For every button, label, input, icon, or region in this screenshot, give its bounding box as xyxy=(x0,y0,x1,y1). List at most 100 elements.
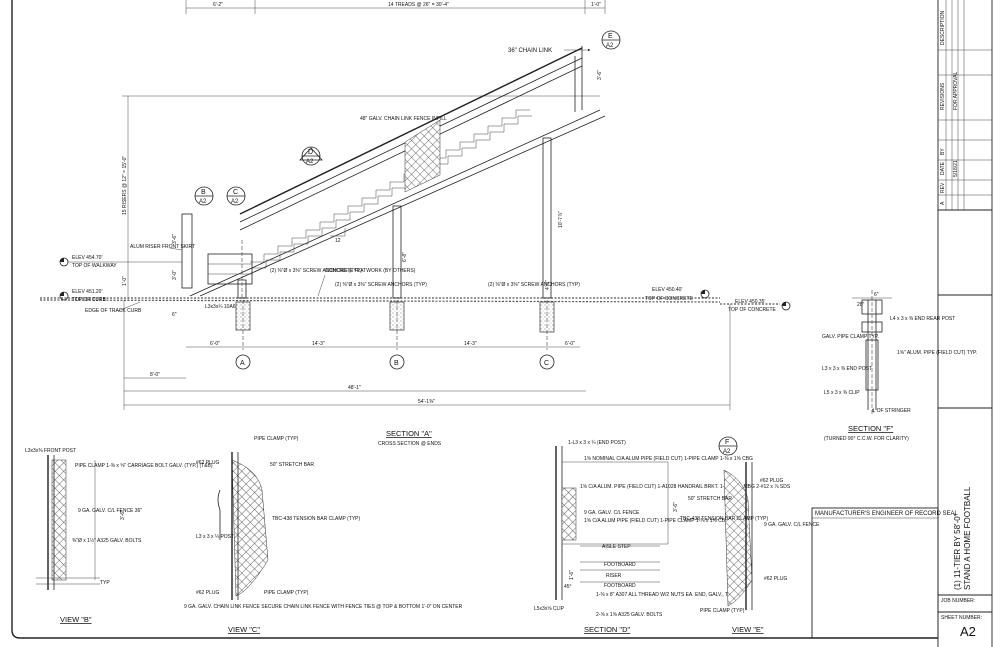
callout-riser-skirt: ALUM RISER FRONT SKIRT xyxy=(130,244,195,250)
d-note-fence: 9 GA. GALV. C/L FENCE xyxy=(584,510,640,516)
f-dim-1: 28" xyxy=(857,302,865,308)
view-c-drawing: PIPE CLAMP (TYP) #62 PLUG 50" STRETCH BA… xyxy=(184,436,463,634)
d-note-end-post: 1-L3 x 3 x ¼ (END POST) xyxy=(568,440,626,446)
small-dim-6: 1'-0" xyxy=(122,276,128,286)
title-block: REVISIONS FOR APPROVAL 5/18/21 A REV DAT… xyxy=(938,0,992,639)
e-note-clamp: PIPE CLAMP (TYP) xyxy=(700,608,745,614)
d-dim-3: 45° xyxy=(564,584,572,590)
b-note-typ: TYP xyxy=(100,580,110,586)
c-note-clamp-bot: PIPE CLAMP (TYP) xyxy=(264,590,309,596)
elev-3-value: ELEV 450.40' xyxy=(652,287,682,293)
section-f-drawing: 28" 6" GALV. PIPE CLAMP TYP. L4 x 3 x ⅜ … xyxy=(822,290,977,442)
section-marker-e[interactable]: E A2 xyxy=(601,30,621,50)
b-note-bolts: ⅜"Ø x 1½" A325 GALV. BOLTS xyxy=(72,537,142,544)
marker-e-sheet: A2 xyxy=(606,43,614,49)
f-note-stringer: ℄ OF STRINGER xyxy=(871,408,911,414)
elev-3-desc: TOP OF CONCRETE xyxy=(645,296,694,302)
e-note-stretch: 50" STRETCH BAR xyxy=(688,496,732,502)
top-dim-3: 1'-0" xyxy=(591,2,601,8)
revision-description: FOR APPROVAL xyxy=(953,72,959,110)
section-marker-c[interactable]: C A2 xyxy=(226,186,246,206)
f-dim-2: 6" xyxy=(874,292,879,298)
overall-dim-2: 48'-1" xyxy=(348,385,361,391)
marker-c-id: C xyxy=(233,189,238,196)
d-note-mid-pipe: 1⅝ C/A ALUM PIPE (FIELD CUT) 1-PIPE CLAM… xyxy=(584,518,729,524)
elev-4-desc: TOP OF CONCRETE xyxy=(728,307,777,313)
d-dim-1: 3'-6" xyxy=(673,502,679,512)
d-note-top-pipe: 1⅝ NOMINAL C/A ALUM PIPE (FIELD CUT) 1-P… xyxy=(584,456,753,462)
sheet-number: A2 xyxy=(960,624,976,639)
revision-date: 5/18/21 xyxy=(953,160,959,177)
small-dim-4: 6'-8" xyxy=(402,252,408,262)
f-note-end-post: L3 x 3 x ⅜ END POST xyxy=(822,366,872,372)
d-note-bolts: 2-⅝ x 1⅝ A325 GALV. BOLTS xyxy=(596,612,663,618)
e-note-tension: TBC-438 TENSION BAR CLAMP (TYP) xyxy=(680,516,769,522)
column-dim-1: 6'-0" xyxy=(210,341,220,347)
sheet-border xyxy=(11,0,993,647)
callout-flatwork: CONCRETE FLATWORK (BY OTHERS) xyxy=(325,268,416,274)
b-note-fence: 9 GA. GALV. C/L FENCE 36" xyxy=(78,508,142,514)
c-note-tension: TBC-438 TENSION BAR CLAMP (TYP) xyxy=(272,516,361,522)
d-note-riser: RISER xyxy=(606,573,622,579)
d-note-rod: 1-⅜ x 8" A307 ALL THREAD W/2 NUTS EA. EN… xyxy=(596,592,735,598)
grid-label-b: B xyxy=(394,360,399,367)
engineer-seal-box: MANUFACTURER'S ENGINEER OF RECORD SEAL xyxy=(811,507,958,639)
c-note-plug-top: #62 PLUG xyxy=(196,460,219,466)
column-dim-2: 14'-3" xyxy=(312,341,325,347)
slope-label: 12 xyxy=(335,238,341,244)
b-dim: 3'-6" xyxy=(120,510,126,520)
view-e-title: VIEW "E" xyxy=(732,625,764,634)
elev-4-value: ELEV 450.35' xyxy=(735,299,765,305)
sheet-number-label: SHEET NUMBER: xyxy=(941,615,982,621)
section-marker-d[interactable]: D A2 xyxy=(299,146,323,166)
callout-chain-link: 36" CHAIN LINK xyxy=(508,48,552,54)
section-a-title: SECTION "A" xyxy=(386,429,432,438)
b-note-clamp: PIPE CLAMP 1-⅜ x ⅝" CARRIAGE BOLT GALV. … xyxy=(75,463,213,469)
overall-dim-1: 8'-0" xyxy=(150,372,160,378)
view-c-title: VIEW "C" xyxy=(228,625,260,634)
callout-anchors-3: (2) ⅜"Ø x 3⅜" SCREW ANCHORS (TYP) xyxy=(488,282,580,288)
f-note-clamp: GALV. PIPE CLAMP TYP. xyxy=(822,334,879,340)
callout-angle: L3x3x¼ 10A6 xyxy=(205,304,236,310)
small-dim-2: 3'-0" xyxy=(172,270,178,280)
small-dim-8: 4'-6" xyxy=(545,280,551,290)
d-dim-2: 1'-6" xyxy=(569,570,575,580)
view-b-title: VIEW "B" xyxy=(60,615,92,624)
e-note-plug-bot: #62 PLUG xyxy=(764,576,787,582)
revisions-col-rev: REV xyxy=(940,182,946,193)
elev-2-value: ELEV 451.20' xyxy=(72,289,102,295)
c-note-fence: 9 GA. GALV. CHAIN LINK FENCE SECURE CHAI… xyxy=(184,604,463,610)
overall-dim-3: 54'-1⅜" xyxy=(418,399,435,405)
view-b-drawing: L3x3x⅜ FRONT POST PIPE CLAMP 1-⅜ x ⅝" CA… xyxy=(25,448,213,624)
callout-anchors-1: (2) ⅜"Ø x 3⅜" SCREW ANCHORS (TYP) xyxy=(270,268,362,274)
section-marker-f[interactable]: F A2 xyxy=(718,436,738,456)
small-dim-5: 10'-7⅞" xyxy=(558,211,564,228)
revisions-col-description: DESCRIPTION xyxy=(940,10,946,45)
f-note-clip: L5 x 3 x ⅜ CLIP xyxy=(824,390,860,396)
d-note-footboard-2: FOOTBOARD xyxy=(604,583,636,589)
job-number-label: JOB NUMBER: xyxy=(941,598,975,604)
grid-label-a: A xyxy=(240,360,245,367)
top-dim-2: 14 TREADS @ 26" = 30'-4" xyxy=(388,2,449,8)
e-note-plug-top: #62 PLUG xyxy=(760,478,783,484)
marker-d-id: D xyxy=(308,149,313,156)
section-marker-b[interactable]: B A2 xyxy=(194,186,214,206)
top-dim-1: 6'-2" xyxy=(213,2,223,8)
section-f-title: SECTION "F" xyxy=(848,424,894,433)
marker-f-id: F xyxy=(725,439,729,446)
elev-1-desc: TOP OF WALKWAY xyxy=(72,263,117,269)
elev-2-desc: TOP OF CURB xyxy=(72,297,107,303)
callout-anchors-2: (2) ⅜"Ø x 3⅜" SCREW ANCHORS (TYP) xyxy=(335,282,427,288)
marker-d-sheet: A2 xyxy=(306,159,314,165)
revisions-col-by: BY xyxy=(940,148,946,155)
callout-edge-curb: EDGE OF TRACK CURB xyxy=(85,308,142,314)
section-d-title: SECTION "D" xyxy=(584,625,630,634)
e-note-fence: 9 GA. GALV. C/L FENCE xyxy=(764,522,820,528)
section-d-drawing: 1-L3 x 3 x ¼ (END POST) 1⅝ NOMINAL C/A A… xyxy=(534,440,791,634)
riser-dim: 15 RISERS @ 12" = 15'-0" xyxy=(122,156,128,215)
c-note-stretch: 50" STRETCH BAR xyxy=(270,462,314,468)
project-title-line2: STAND A HOME FOOTBALL xyxy=(963,486,972,590)
marker-b-id: B xyxy=(201,189,206,196)
section-a-drawing: 6'-2" 14 TREADS @ 26" = 30'-4" 1'-0" 15 … xyxy=(39,0,791,447)
